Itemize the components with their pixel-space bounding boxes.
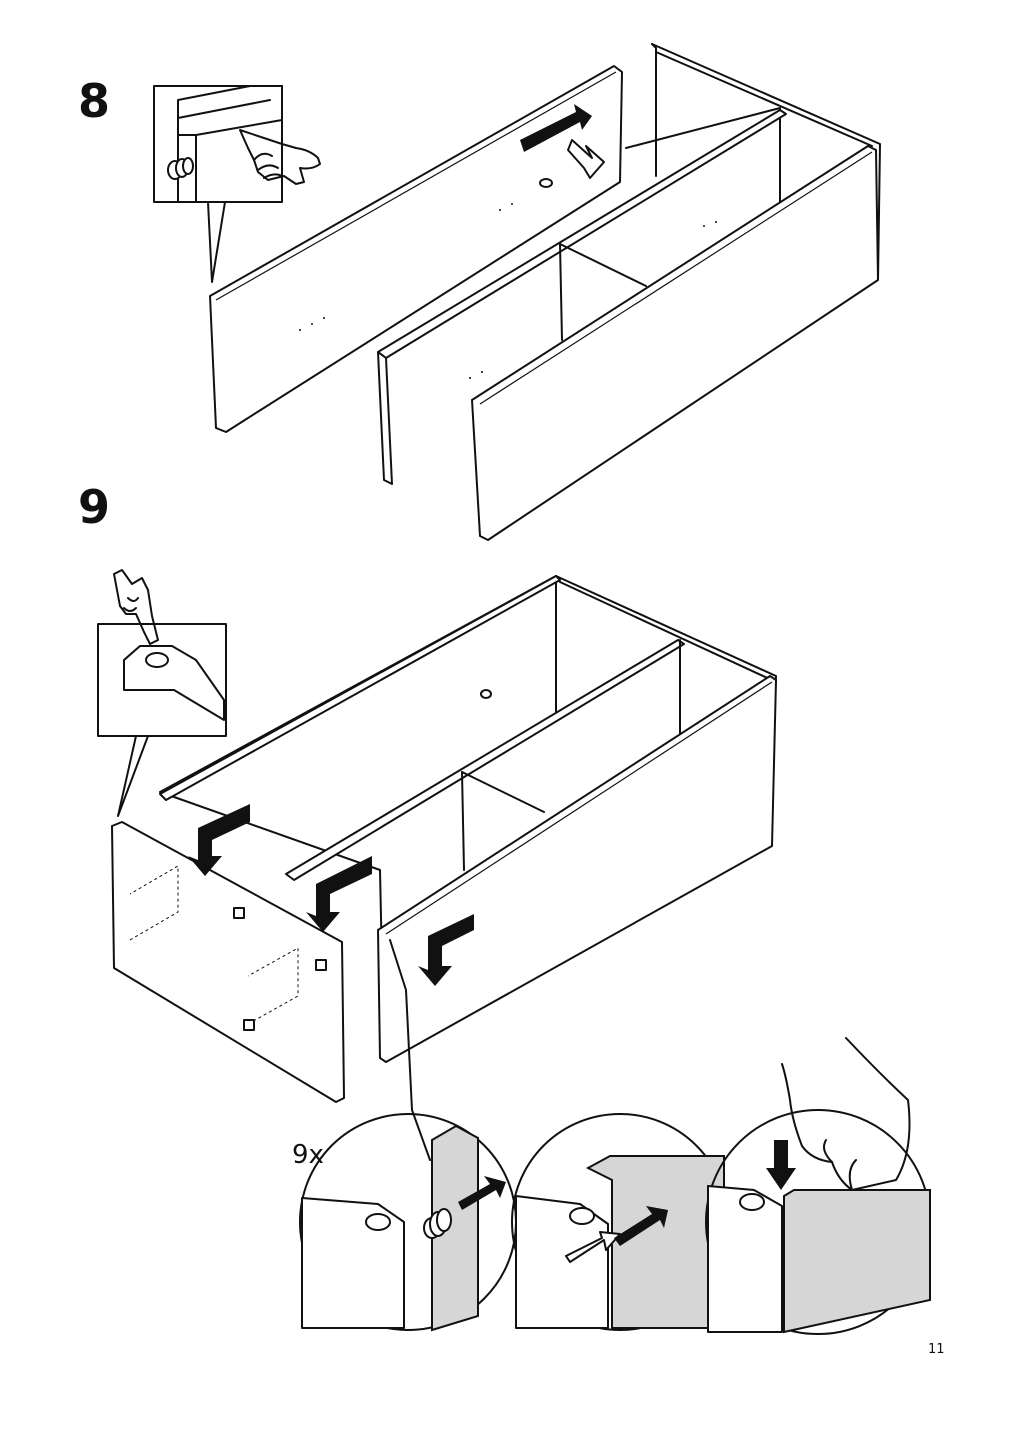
step-8-illustration xyxy=(153,43,881,541)
quantity-label: 9x xyxy=(292,1140,324,1170)
dowel-icon xyxy=(167,157,194,180)
step-9-detail-callout xyxy=(97,569,227,817)
detail-circle-3 xyxy=(705,1037,931,1335)
side-panel-dashes xyxy=(129,865,299,1025)
back-panel xyxy=(209,65,623,433)
step-9-number: 9 xyxy=(78,480,111,534)
pointing-hand-icon xyxy=(239,129,321,185)
step-8-detail-callout xyxy=(153,85,321,283)
hand-press-icon xyxy=(781,1037,911,1191)
finger-press-icon xyxy=(113,569,159,645)
page-number: 11 xyxy=(928,1342,945,1357)
cam-lock-holes xyxy=(233,907,327,1031)
detail-circle-1 xyxy=(299,1113,517,1332)
step-8-number: 8 xyxy=(78,74,111,128)
cabinet-carcass xyxy=(377,43,881,541)
cabinet-carcass-assembled xyxy=(111,575,777,1161)
panel-holes xyxy=(299,203,513,331)
push-arrow-icon xyxy=(520,104,605,179)
detail-circle-2 xyxy=(511,1113,729,1331)
down-arrow-icon xyxy=(188,804,474,986)
front-panel-holes xyxy=(469,221,717,379)
step-9-illustration xyxy=(97,569,931,1335)
dowel-icon xyxy=(423,1208,452,1239)
